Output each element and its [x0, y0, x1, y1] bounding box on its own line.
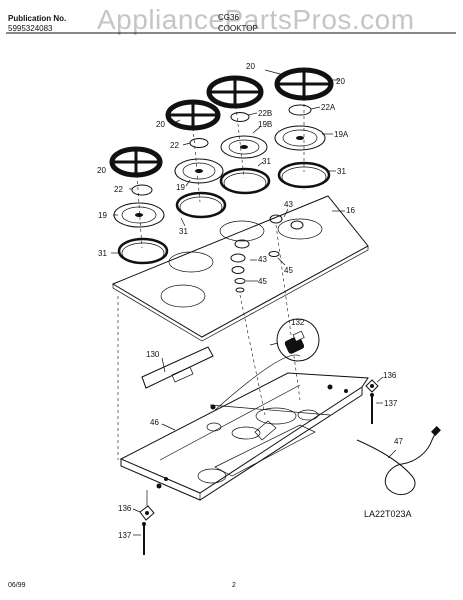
callout-ring-31-a: 31 — [262, 157, 271, 166]
callout-knob-43-b: 43 — [258, 255, 267, 264]
callout-cap-22a: 22A — [321, 103, 336, 112]
grate-upper-right[interactable] — [274, 67, 334, 101]
screw-137-lower[interactable] — [142, 522, 146, 555]
cooktop-top-16[interactable] — [111, 195, 369, 342]
burner-cap-22-right[interactable] — [189, 138, 209, 148]
callout-grate-d: 20 — [97, 166, 106, 175]
bottom-pan-46[interactable] — [119, 354, 369, 501]
ring-31-left[interactable] — [117, 237, 169, 265]
knob-43-a[interactable] — [234, 214, 304, 249]
footer-date: 06/99 — [8, 582, 26, 589]
burner-head-19a[interactable] — [274, 125, 326, 151]
assembly-lines — [117, 98, 305, 460]
clip-136-lower[interactable] — [139, 505, 155, 521]
knob-43-b[interactable] — [230, 253, 246, 274]
callout-knob-43-a: 43 — [284, 200, 293, 209]
burner-cap-22-left[interactable] — [131, 184, 153, 196]
callout-clip-136-b: 136 — [118, 504, 132, 513]
bracket-130[interactable] — [141, 346, 214, 389]
callout-burner-19b: 19B — [258, 120, 272, 129]
callout-cap-22-right: 22 — [170, 141, 179, 150]
clip-45-b[interactable] — [234, 278, 246, 293]
publication-label: Publication No. — [8, 14, 67, 23]
screw-137-upper[interactable] — [370, 393, 374, 424]
callout-pan-46: 46 — [150, 418, 159, 427]
burner-head-19b[interactable] — [220, 135, 268, 159]
callout-clip-45-b: 45 — [258, 277, 267, 286]
callout-bracket-130: 130 — [146, 350, 160, 359]
grate-lower-left[interactable] — [109, 146, 163, 178]
diagram-code: LA22T023A — [364, 509, 412, 519]
grate-upper-middle[interactable] — [206, 75, 264, 109]
callout-screw-137-b: 137 — [118, 531, 132, 540]
callout-ring-31-c: 31 — [179, 227, 188, 236]
watermark: AppliancePartsPros.com — [97, 4, 415, 35]
callout-grate-a: 20 — [246, 62, 255, 71]
footer-page-number: 2 — [232, 582, 236, 589]
power-cord-plug — [431, 426, 441, 436]
callout-ring-31-d: 31 — [98, 249, 107, 258]
callout-grate-c: 20 — [156, 120, 165, 129]
clip-136-upper[interactable] — [365, 379, 379, 393]
callout-clip-45-a: 45 — [284, 266, 293, 275]
callout-module-132: 132 — [291, 318, 305, 327]
callout-burner-19a: 19A — [334, 130, 349, 139]
ring-31-mid-left[interactable] — [175, 191, 227, 219]
grate-middle-left[interactable] — [165, 99, 221, 131]
leader-lines — [111, 69, 397, 536]
callout-cord-47: 47 — [394, 437, 403, 446]
callout-burner-19-left: 19 — [98, 211, 107, 220]
burner-cap-22a[interactable] — [288, 104, 312, 116]
power-cord-47[interactable] — [356, 431, 437, 496]
callout-cap-22b: 22B — [258, 109, 272, 118]
ring-31-mid-right[interactable] — [219, 167, 271, 195]
burner-head-19-mid[interactable] — [174, 158, 224, 184]
clip-45-a[interactable] — [268, 251, 280, 257]
section-title: COOKTOP — [218, 24, 258, 33]
callout-ring-31-b: 31 — [337, 167, 346, 176]
burner-cap-22b[interactable] — [230, 112, 250, 122]
callout-clip-136-a: 136 — [383, 371, 397, 380]
module-132[interactable] — [276, 318, 320, 362]
callout-grate-b: 20 — [336, 77, 345, 86]
callout-burner-19-mid: 19 — [176, 183, 185, 192]
model-number: CG36 — [218, 13, 239, 22]
callout-cap-22-left: 22 — [114, 185, 123, 194]
callout-top-16: 16 — [346, 206, 355, 215]
callout-screw-137-a: 137 — [384, 399, 398, 408]
publication-number: 5995324083 — [8, 24, 53, 33]
